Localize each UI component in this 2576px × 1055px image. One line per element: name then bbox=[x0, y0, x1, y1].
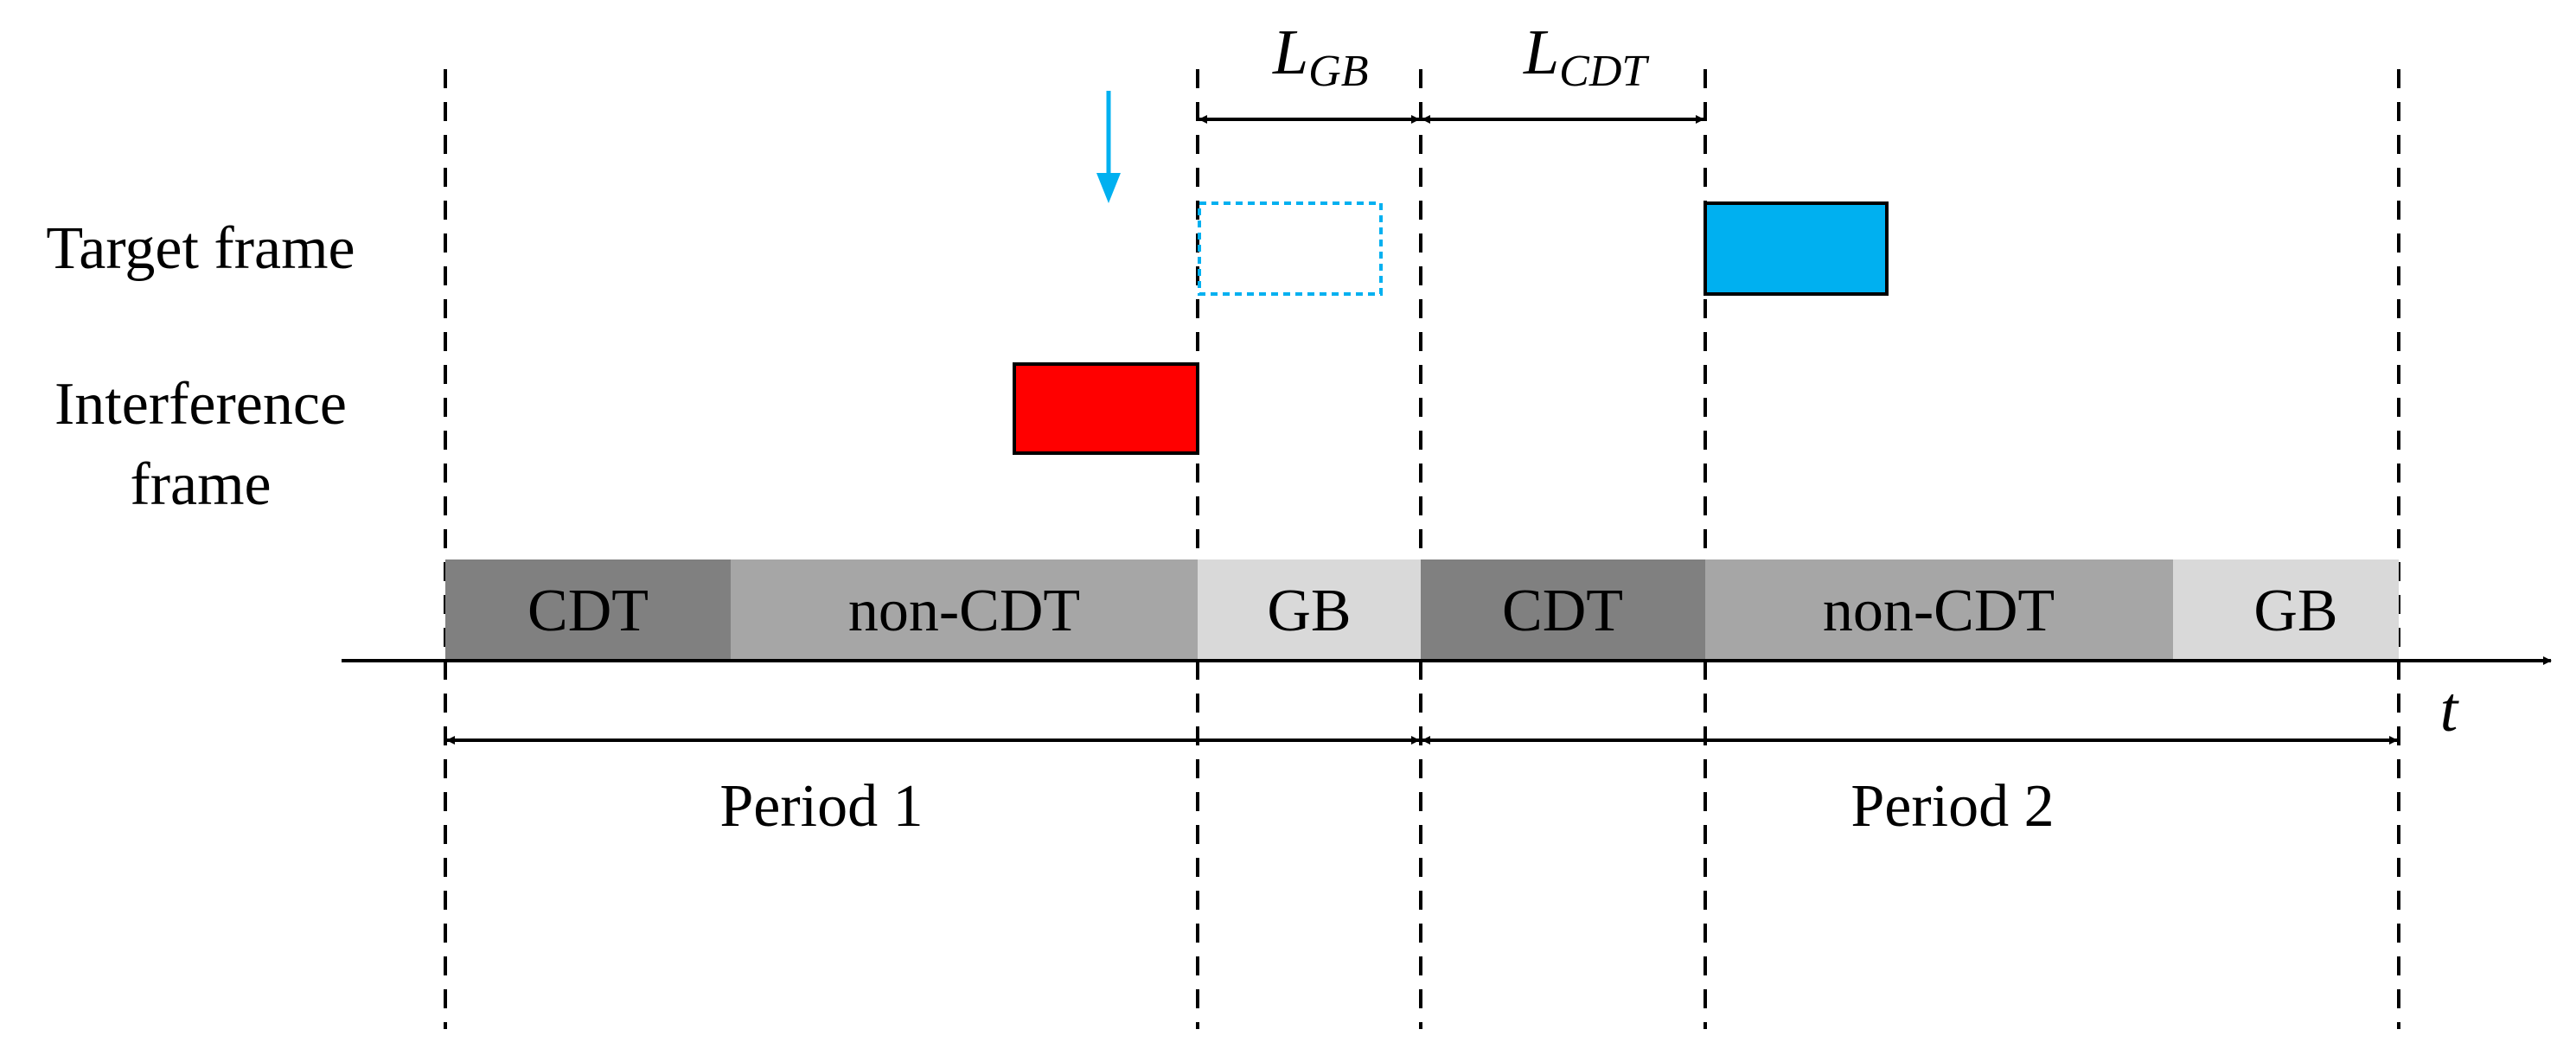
segment-label-gb-1: GB bbox=[1267, 578, 1351, 644]
segment-label-non-cdt-2: non-CDT bbox=[1823, 578, 2055, 644]
time-axis-label: t bbox=[2440, 675, 2460, 745]
period-1-label: Period 1 bbox=[719, 773, 923, 840]
segment-gb-1 bbox=[1198, 559, 1421, 659]
gb-length-label: LGB bbox=[1272, 17, 1368, 96]
target-frame-original-outline bbox=[1198, 201, 1383, 296]
cdt-length-main: L bbox=[1523, 17, 1559, 88]
interference-frame bbox=[1013, 362, 1199, 455]
segment-gb-2 bbox=[2173, 559, 2399, 659]
gb-length-sub: GB bbox=[1308, 47, 1368, 96]
gb-length-main: L bbox=[1272, 17, 1308, 88]
interference-frame-label-line1: Interference bbox=[54, 371, 347, 438]
segment-label-cdt-1: CDT bbox=[527, 578, 649, 644]
segment-label-non-cdt-1: non-CDT bbox=[848, 578, 1080, 644]
segment-label-gb-2: GB bbox=[2253, 578, 2337, 644]
segment-non-cdt-1 bbox=[731, 559, 1198, 659]
target-frame-shifted bbox=[1703, 201, 1889, 296]
target-frame-label: Target frame bbox=[46, 215, 355, 282]
segment-label-cdt-2: CDT bbox=[1502, 578, 1623, 644]
down-arrow-indicator-head bbox=[1096, 173, 1121, 203]
cdt-length-label: LCDT bbox=[1523, 17, 1649, 96]
segment-bar: CDT non-CDT GB CDT non-CDT GB bbox=[445, 559, 2399, 659]
segment-non-cdt-2 bbox=[1705, 559, 2173, 659]
interference-frame-label-line2: frame bbox=[130, 451, 271, 518]
period-boundaries bbox=[444, 69, 2400, 1029]
segment-cdt-1 bbox=[445, 559, 731, 659]
cdt-length-sub: CDT bbox=[1559, 47, 1649, 96]
segment-cdt-2 bbox=[1421, 559, 1705, 659]
period-2-label: Period 2 bbox=[1851, 773, 2054, 840]
